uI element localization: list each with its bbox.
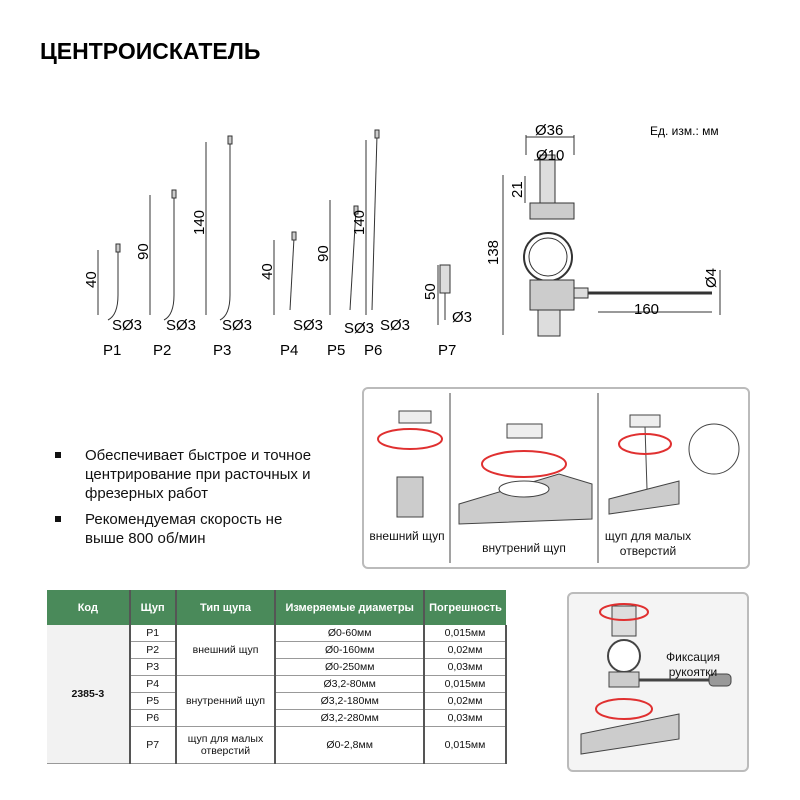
usage-inner-label: внутрений щуп (482, 541, 566, 555)
dim-h138: 138 (485, 240, 502, 265)
probe-length: 140 (191, 210, 208, 235)
probe-tip: SØ3 (112, 317, 142, 334)
probe-length: 90 (315, 245, 332, 262)
table-header-row: Код Щуп Тип щупа Измеряемые диаметры Пог… (47, 590, 506, 625)
fixation-label: Фиксация рукоятки (666, 650, 720, 679)
bullet-icon (55, 516, 61, 522)
probe-tip: Ø3 (452, 309, 472, 326)
dim-d10: Ø10 (536, 147, 564, 164)
bullet-icon (55, 452, 61, 458)
probe-tip: SØ3 (344, 320, 374, 337)
probe-tip: SØ3 (293, 317, 323, 334)
usage-small-label: щуп для малых отверстий (604, 529, 692, 558)
probe-label: P7 (438, 342, 456, 359)
probe-p2: 90 SØ3 P2 (135, 189, 196, 359)
spec-table: Код Щуп Тип щупа Измеряемые диаметры Пог… (47, 590, 507, 764)
probe-tip: SØ3 (380, 317, 410, 334)
probe-length: 140 (351, 210, 368, 235)
probe-tip: SØ3 (166, 317, 196, 334)
probe-length: 40 (83, 271, 100, 288)
probe-label: P4 (280, 342, 298, 359)
col-header: Погрешность (424, 590, 506, 625)
probe-p3: 140 SØ3 P3 (191, 135, 252, 359)
dim-h21: 21 (509, 181, 526, 198)
bullet-2: Рекомендуемая скорость не выше 800 об/ми… (55, 510, 355, 548)
probe-length: 50 (422, 283, 439, 300)
type-cell: внешний щуп (175, 625, 277, 676)
bullet-1: Обеспечивает быстрое и точное центрирова… (55, 446, 355, 503)
fixation-panel: Фиксация рукоятки (567, 592, 749, 772)
probe-p5: 90 SØ3 P5 (315, 200, 374, 359)
probe-tip: SØ3 (222, 317, 252, 334)
probe-label: P5 (327, 342, 345, 359)
probe-p7: 50 Ø3 P7 (422, 264, 472, 359)
col-header: Щуп (129, 590, 177, 625)
dim-l160: 160 (634, 301, 659, 318)
page-title: ЦЕНТРОИСКАТЕЛЬ (40, 38, 261, 64)
probe-length: 40 (259, 263, 276, 280)
usage-outer-label: внешний щуп (369, 529, 445, 543)
centerfinder-body-drawing: Ø36 Ø10 21 138 160 Ø4 (485, 122, 721, 337)
col-header: Код (47, 590, 131, 625)
probe-label: P6 (364, 342, 382, 359)
type-cell: внутренний щуп (175, 675, 277, 727)
dim-d36: Ø36 (535, 122, 563, 139)
col-header: Измеряемые диаметры (275, 590, 425, 625)
probes-drawing: 40 SØ3 P1 90 SØ3 P2 140 SØ3 P3 40 SØ3 P4… (83, 122, 721, 359)
usage-panel: внешний щуп внутрений щуп щуп для малых … (362, 387, 750, 569)
probe-p4: 40 SØ3 P4 (259, 231, 323, 359)
probe-label: P3 (213, 342, 231, 359)
code-cell: 2385-3 (47, 625, 131, 764)
probe-p1: 40 SØ3 P1 (83, 243, 142, 359)
probe-length: 90 (135, 243, 152, 260)
type-cell: щуп для малых отверстий (175, 726, 277, 764)
probe-label: P2 (153, 342, 171, 359)
probe-label: P1 (103, 342, 121, 359)
unit-note: Ед. изм.: мм (650, 124, 719, 138)
dim-d4: Ø4 (703, 268, 720, 288)
probe-p6: 140 SØ3 P6 (351, 129, 410, 359)
col-header: Тип щупа (175, 590, 277, 625)
